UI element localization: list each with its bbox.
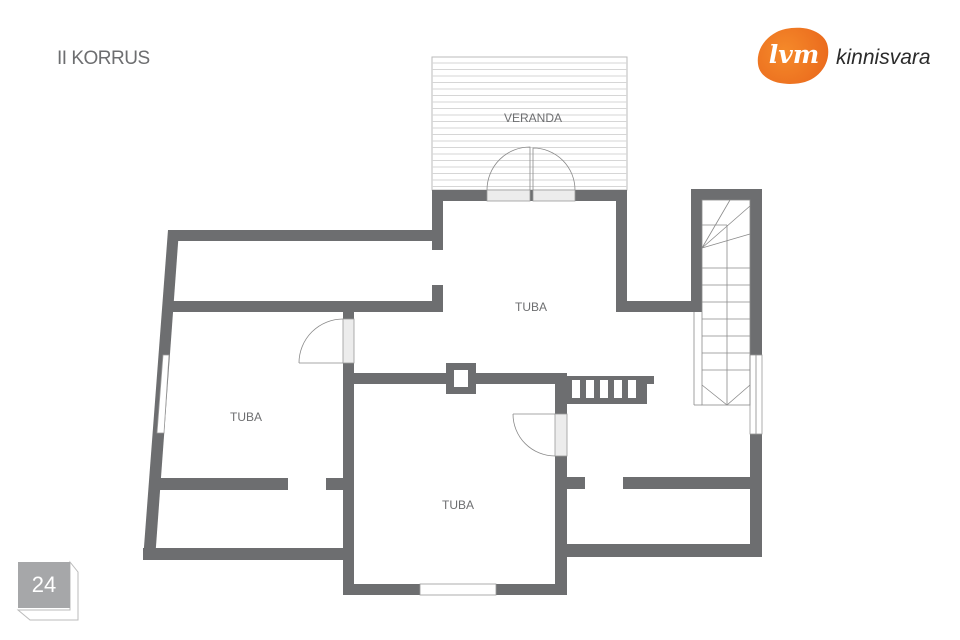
room-label-tuba-left: TUBA bbox=[230, 410, 262, 424]
wall-holes bbox=[454, 370, 636, 398]
page-number-badge: 24 bbox=[18, 562, 80, 622]
veranda-door-left[interactable] bbox=[486, 189, 531, 202]
door-swings bbox=[298, 146, 576, 457]
left-room-door[interactable] bbox=[342, 318, 355, 364]
page-badge bbox=[16, 560, 79, 621]
walls bbox=[143, 189, 762, 595]
page-number: 24 bbox=[31, 572, 57, 597]
chimney-flue bbox=[454, 370, 468, 387]
floor-title: II KORRUS bbox=[57, 48, 150, 69]
left-window bbox=[156, 354, 170, 434]
logo-text: kinnisvara bbox=[836, 46, 931, 69]
veranda-deck bbox=[431, 56, 628, 191]
veranda-door-right[interactable] bbox=[532, 189, 576, 202]
room-label-tuba-bottom: TUBA bbox=[442, 498, 474, 512]
bottom-room-door[interactable] bbox=[554, 413, 568, 457]
staircase[interactable] bbox=[693, 199, 757, 434]
logo-mark: lvm bbox=[768, 40, 820, 69]
bottom-window bbox=[419, 583, 497, 596]
room-label-tuba-center: TUBA bbox=[515, 300, 547, 314]
lvm-kinnisvara-logo: lvm kinnisvara bbox=[751, 21, 942, 91]
room-label-veranda: VERANDA bbox=[504, 111, 562, 125]
